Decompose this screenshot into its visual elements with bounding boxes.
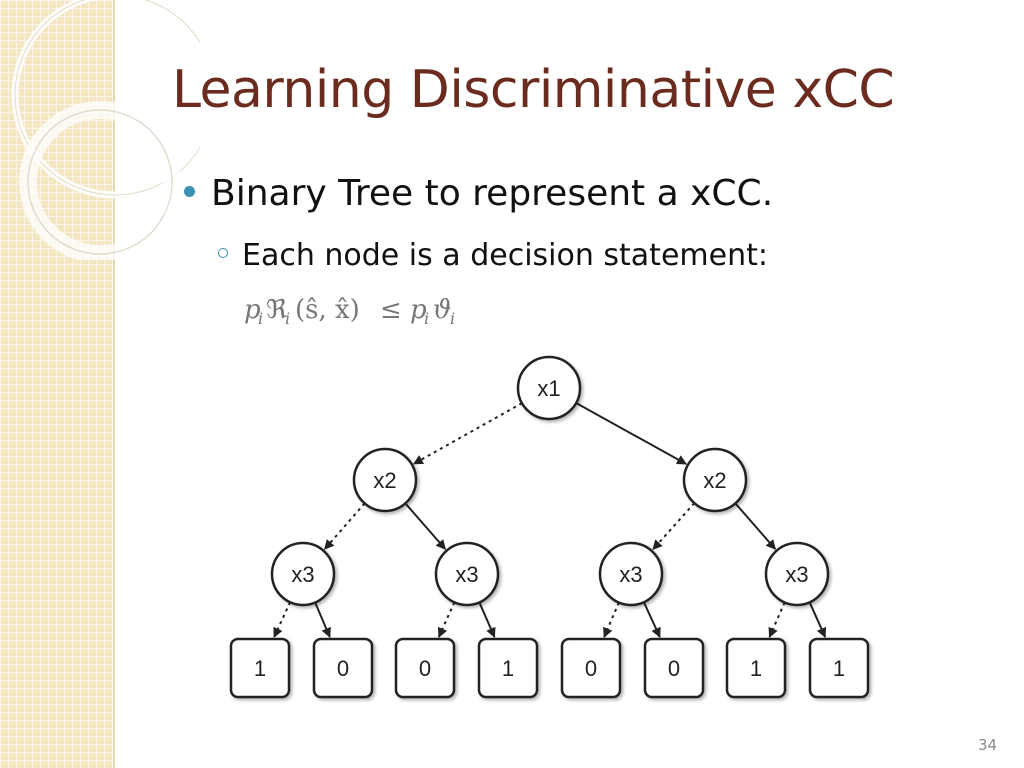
tree-leaf: 0 [560, 637, 622, 699]
tree-leaf: 1 [808, 637, 870, 699]
tree-edge-right [478, 602, 496, 638]
bullet-text: Binary Tree to represent a xCC. [211, 173, 774, 214]
tree-node-level2: x2 [352, 447, 418, 513]
tree-nodes: x1 x2 x2 x3 x3 x3 x3 1 0 0 1 0 0 1 1 [229, 355, 870, 699]
formula-leq: ≤ [380, 295, 402, 325]
tree-node-label: x2 [373, 468, 396, 493]
sub-bullet-circle-icon [218, 247, 228, 258]
formula-subscript: i [285, 309, 290, 328]
tree-leaf-label: 0 [419, 656, 431, 681]
tree-node-label: x1 [537, 376, 560, 401]
formula-p: p [410, 295, 427, 325]
tree-leaf: 1 [725, 637, 787, 699]
page-number: 34 [978, 736, 998, 754]
tree-edge-right [734, 502, 777, 550]
tree-edge-left [603, 602, 620, 638]
tree-leaf-label: 0 [585, 656, 597, 681]
tree-node-level2: x2 [682, 447, 748, 513]
decorative-rings [11, 0, 200, 260]
tree-leaf: 0 [643, 637, 705, 699]
tree-node-label: x2 [703, 468, 726, 493]
tree-node-level3: x3 [764, 541, 830, 607]
tree-edge-left [412, 402, 523, 465]
tree-edge-right [642, 601, 661, 638]
tree-leaf-label: 0 [337, 656, 349, 681]
tree-leaf: 0 [312, 637, 374, 699]
formula-p: p [244, 295, 261, 325]
tree-node-level3: x3 [270, 541, 336, 607]
formula-subscript: i [258, 309, 263, 328]
formula-arguments: (ŝ, x̂) [295, 295, 360, 325]
tree-leaf-label: 1 [750, 656, 762, 681]
tree-node-label: x3 [785, 562, 808, 587]
tree-node-label: x3 [619, 562, 642, 587]
tree-leaf: 1 [229, 637, 291, 699]
tree-edge-right [314, 602, 331, 638]
decision-formula: p i ℜ i (ŝ, x̂) ≤ p i ϑ i [244, 295, 455, 328]
bullet-dot-icon [184, 185, 195, 197]
tree-root-node: x1 [516, 355, 582, 421]
binary-tree-diagram: x1 x2 x2 x3 x3 x3 x3 1 0 0 1 0 0 1 1 [229, 355, 870, 699]
tree-leaf-label: 0 [668, 656, 680, 681]
tree-leaf-label: 1 [254, 656, 266, 681]
tree-edges [273, 402, 827, 638]
formula-subscript: i [450, 309, 455, 328]
tree-edge-right [808, 601, 827, 638]
formula-real-operator: ℜ [266, 295, 287, 325]
tree-node-label: x3 [291, 562, 314, 587]
tree-leaf-label: 1 [833, 656, 845, 681]
sub-bullet-text: Each node is a decision statement: [242, 238, 768, 273]
tree-edge-right [404, 502, 447, 550]
tree-leaf: 0 [394, 637, 456, 699]
formula-subscript: i [424, 309, 429, 328]
sidebar-divider [113, 0, 115, 768]
formula-theta: ϑ [433, 295, 452, 325]
tree-edge-left [323, 502, 366, 550]
tree-edge-left [437, 601, 456, 638]
tree-node-level3: x3 [598, 541, 664, 607]
tree-edge-left [768, 602, 786, 638]
tree-edge-left [273, 601, 292, 638]
slide-title: Learning Discriminative xCC [172, 60, 895, 120]
bullet-item: Binary Tree to represent a xCC. [184, 173, 773, 214]
sub-bullet-item: Each node is a decision statement: [218, 238, 768, 273]
tree-edge-right [575, 402, 688, 465]
tree-node-level3: x3 [434, 541, 500, 607]
tree-edge-left [652, 502, 696, 551]
tree-node-label: x3 [455, 562, 478, 587]
tree-leaf: 1 [477, 637, 539, 699]
tree-leaf-label: 1 [502, 656, 514, 681]
